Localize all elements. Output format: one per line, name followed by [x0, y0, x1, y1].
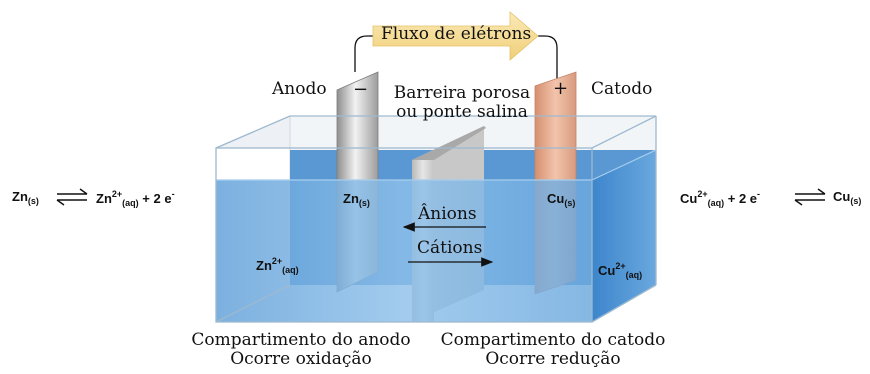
anions-label: Ânions — [418, 204, 477, 224]
barrier-label: Barreira porosa ou ponte salina — [392, 84, 532, 122]
barrier-edge — [412, 126, 486, 160]
cathode-compartment-line1: Compartimento do catodo — [440, 330, 666, 350]
copper-ion-label: Cu2+(aq) — [598, 261, 643, 280]
water-front — [216, 180, 592, 322]
oxidation-products: Zn2+(aq) + 2 e- — [96, 189, 175, 208]
equilibrium-arrow-right — [794, 188, 826, 206]
electron-flow-label: Fluxo de elétrons — [381, 24, 532, 44]
minus-sign: − — [353, 79, 369, 100]
cathode-label: Catodo — [591, 79, 653, 99]
cations-label: Cátions — [417, 238, 483, 258]
zinc-ion-label: Zn2+(aq) — [256, 256, 299, 275]
anode-compartment-caption: Compartimento do anodo Ocorre oxidação — [181, 331, 421, 369]
electron-flow-arrow — [372, 11, 539, 61]
plus-sign: + — [553, 78, 569, 99]
cathode-compartment-line2: Ocorre redução — [485, 349, 621, 369]
reduction-reactants: Cu2+(aq) + 2 e- — [680, 189, 761, 208]
wire-left — [354, 35, 373, 72]
anode-label: Anodo — [272, 79, 327, 99]
zinc-electrode-label: Zn(s) — [343, 191, 370, 208]
anode-compartment-line2: Ocorre oxidação — [230, 349, 372, 369]
copper-electrode-label: Cu(s) — [547, 191, 576, 208]
glass-tank-outline — [215, 115, 657, 323]
oxidation-reactant: Zn(s) — [12, 189, 39, 206]
wire-right — [538, 35, 558, 80]
cathode-compartment-caption: Compartimento do catodo Ocorre redução — [430, 331, 676, 369]
reduction-product: Cu(s) — [833, 189, 862, 206]
barrier-label-line2: ou ponte salina — [396, 102, 528, 122]
barrier-label-line1: Barreira porosa — [393, 83, 531, 103]
equilibrium-arrow-left — [56, 188, 88, 206]
water-side — [592, 150, 656, 322]
anode-compartment-line1: Compartimento do anodo — [191, 330, 411, 350]
